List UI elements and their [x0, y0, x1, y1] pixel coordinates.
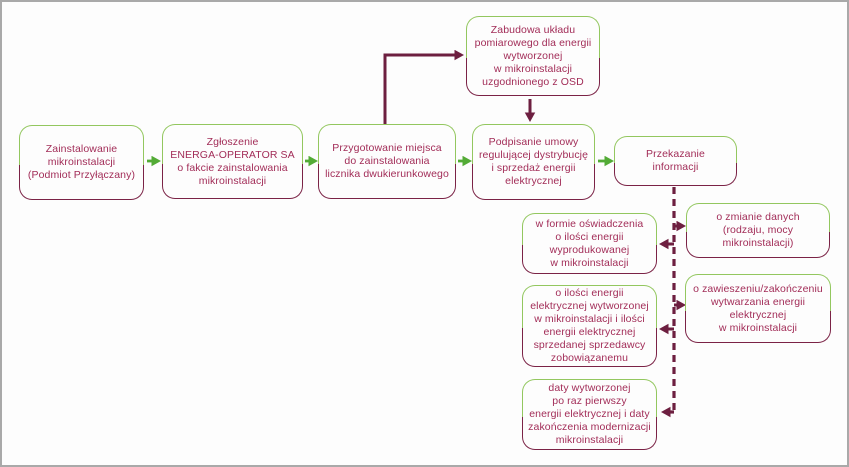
node-ilosc-energii-wytworzonej: o ilości energii elektrycznej wytworzone… — [522, 285, 657, 367]
node-label: o zmianie danych (rodzaju, mocy mikroins… — [716, 211, 800, 249]
node-zmiana-danych: o zmianie danych (rodzaju, mocy mikroins… — [686, 203, 830, 258]
node-label: Zainstalowanie mikroinstalacji (Podmiot … — [27, 143, 136, 181]
node-label: Zabudowa układu pomiarowego dla energii … — [474, 23, 592, 88]
node-label: Przekazanie informacji — [646, 148, 705, 173]
node-label: o zawieszeniu/zakończeniu wytwarzania en… — [693, 282, 823, 334]
node-podpisanie-umowy: Podpisanie umowy regulującej dystrybucję… — [472, 124, 595, 200]
node-label: o ilości energii elektrycznej wytworzone… — [530, 287, 649, 364]
node-label: daty wytworzonej po raz pierwszy energii… — [528, 382, 651, 446]
node-zabudowa-ukladu: Zabudowa układu pomiarowego dla energii … — [466, 16, 600, 96]
node-label: Podpisanie umowy regulującej dystrybucję… — [478, 136, 589, 187]
node-zawieszenie-zakonczenie: o zawieszeniu/zakończeniu wytwarzania en… — [685, 274, 831, 343]
node-zainstalowanie-mikroinstalacji: Zainstalowanie mikroinstalacji (Podmiot … — [19, 125, 144, 200]
node-label: Zgłoszenie ENERGA-OPERATOR SA o fakcie z… — [170, 135, 295, 187]
node-label: Przygotowanie miejsca do zainstalowania … — [325, 142, 449, 180]
node-daty-wytworzenia: daty wytworzonej po raz pierwszy energii… — [522, 379, 657, 450]
node-zgloszenie-energa-operator: Zgłoszenie ENERGA-OPERATOR SA o fakcie z… — [162, 124, 303, 199]
node-oswiadczenie-energia: w formie oświadczenia o ilości energii w… — [522, 213, 657, 274]
node-przekazanie-informacji: Przekazanie informacji — [614, 136, 737, 186]
node-label: w formie oświadczenia o ilości energii w… — [535, 217, 644, 269]
arrow-przygotowanie-to-zabudowa — [383, 49, 464, 124]
node-przygotowanie-miejsca: Przygotowanie miejsca do zainstalowania … — [318, 124, 456, 199]
